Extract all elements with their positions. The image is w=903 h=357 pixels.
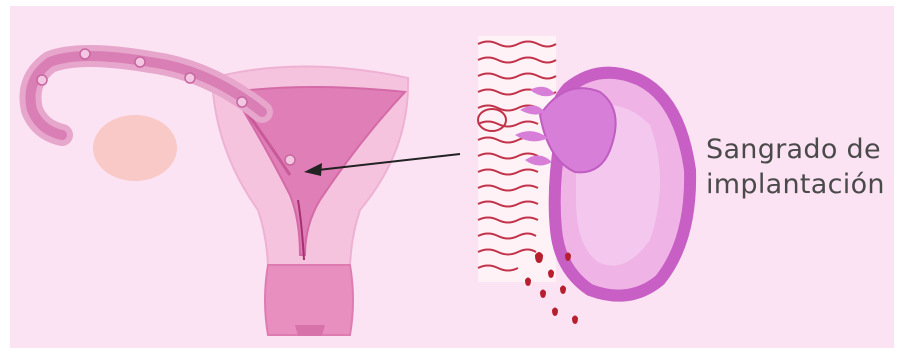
label-line-2: implantación [706, 167, 885, 202]
implantation-bleeding-label: Sangrado de implantación [706, 132, 885, 202]
label-line-1: Sangrado de [706, 132, 885, 167]
ovary [93, 115, 177, 181]
